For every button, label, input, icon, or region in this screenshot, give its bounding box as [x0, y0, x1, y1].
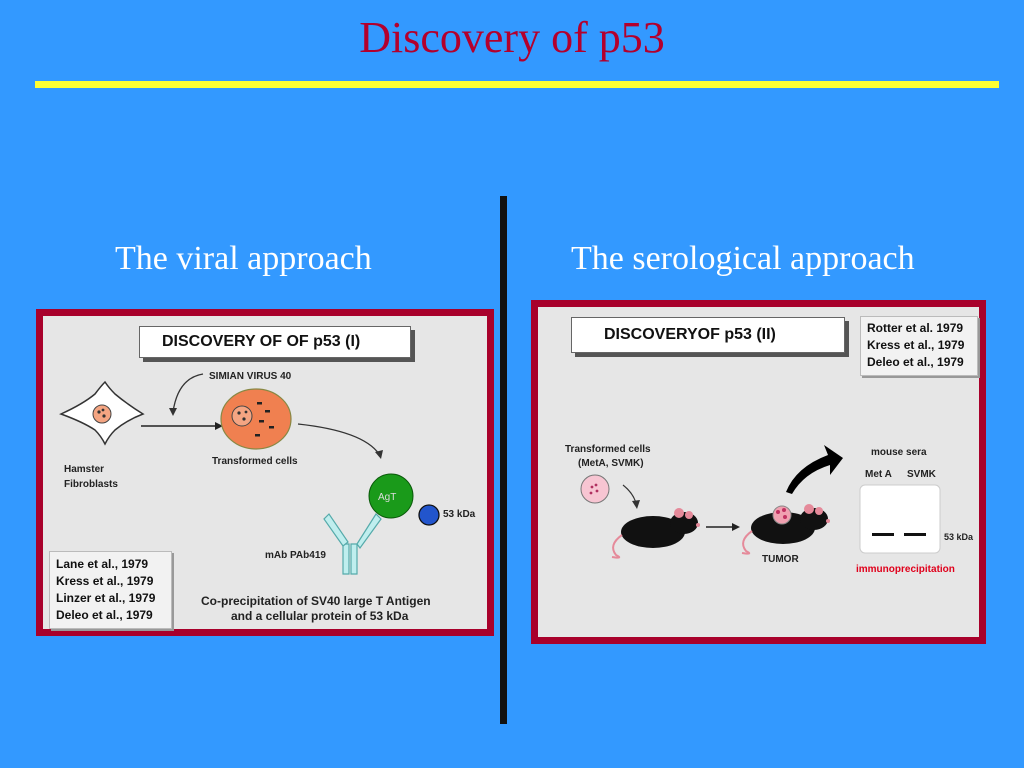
transformed-cell-icon	[580, 474, 610, 504]
ip-label: immunoprecipitation	[856, 564, 955, 575]
right-heading: The serological approach	[571, 240, 915, 277]
gel-band	[872, 533, 894, 536]
transformed-label: Transformed cells	[565, 444, 651, 455]
figure-background: DISCOVERY OF OF p53 (I) SIMIAN VIRUS 40	[43, 316, 487, 629]
agt-ball	[368, 473, 414, 519]
title-underline	[35, 81, 999, 88]
tumor-mouse-icon	[741, 504, 830, 555]
figure-header: DISCOVERYOF p53 (II)	[571, 317, 845, 353]
vertical-divider	[500, 196, 507, 724]
tumor-label: TUMOR	[762, 554, 799, 565]
kda-label: 53 kDa	[944, 532, 974, 542]
lane-label: Met A	[865, 469, 892, 480]
serological-approach-figure: DISCOVERYOF p53 (II) Rotter et al. 1979 …	[531, 300, 986, 644]
gel-panel	[859, 484, 941, 554]
virus-arrow	[172, 373, 204, 413]
transformed-label: Transformed cells	[212, 456, 298, 467]
references-box: Lane et al., 1979 Kress et al., 1979 Lin…	[49, 551, 172, 629]
reference-item: Kress et al., 1979	[56, 574, 154, 588]
fibroblasts-label: Fibroblasts	[64, 479, 118, 490]
curved-arrow-icon	[786, 445, 843, 494]
references-box: Rotter et al. 1979 Kress et al., 1979 De…	[860, 316, 978, 376]
reference-item: Linzer et al., 1979	[56, 591, 156, 605]
kda-label: 53 kDa	[443, 509, 476, 520]
mouse-icon	[611, 508, 700, 559]
gel-band	[904, 533, 926, 536]
arrow-head	[215, 422, 223, 430]
reference-item: Deleo et al., 1979	[867, 355, 964, 369]
slide-title: Discovery of p53	[359, 13, 665, 62]
reference-item: Lane et al., 1979	[56, 557, 149, 571]
figure-header: DISCOVERY OF OF p53 (I)	[139, 326, 411, 358]
antibody-icon	[323, 513, 382, 575]
lane-label: SVMK	[907, 469, 936, 480]
mab-label: mAb PAb419	[265, 550, 326, 561]
sera-label: mouse sera	[871, 447, 927, 458]
p53-protein-ball	[418, 504, 440, 526]
fibroblast-cell-icon	[59, 380, 145, 446]
hamster-label: Hamster	[64, 464, 105, 475]
caption-line-2: and a cellular protein of 53 kDa	[231, 609, 409, 623]
viral-diagram	[59, 373, 440, 575]
figure-background: DISCOVERYOF p53 (II) Rotter et al. 1979 …	[538, 307, 979, 637]
reference-item: Rotter et al. 1979	[867, 321, 964, 335]
transform-arrow	[297, 423, 380, 455]
serological-diagram	[580, 445, 941, 559]
cell-lines-label: (MetA, SVMK)	[578, 458, 644, 469]
caption-line-1: Co-precipitation of SV40 large T Antigen	[201, 594, 431, 608]
reference-item: Kress et al., 1979	[867, 338, 965, 352]
reference-item: Deleo et al., 1979	[56, 608, 153, 622]
virus-label: SIMIAN VIRUS 40	[209, 371, 292, 382]
transformed-cell-icon	[220, 388, 292, 450]
agt-label: AgT	[378, 492, 397, 503]
viral-approach-figure: DISCOVERY OF OF p53 (I) SIMIAN VIRUS 40	[36, 309, 494, 636]
left-heading: The viral approach	[115, 240, 372, 277]
